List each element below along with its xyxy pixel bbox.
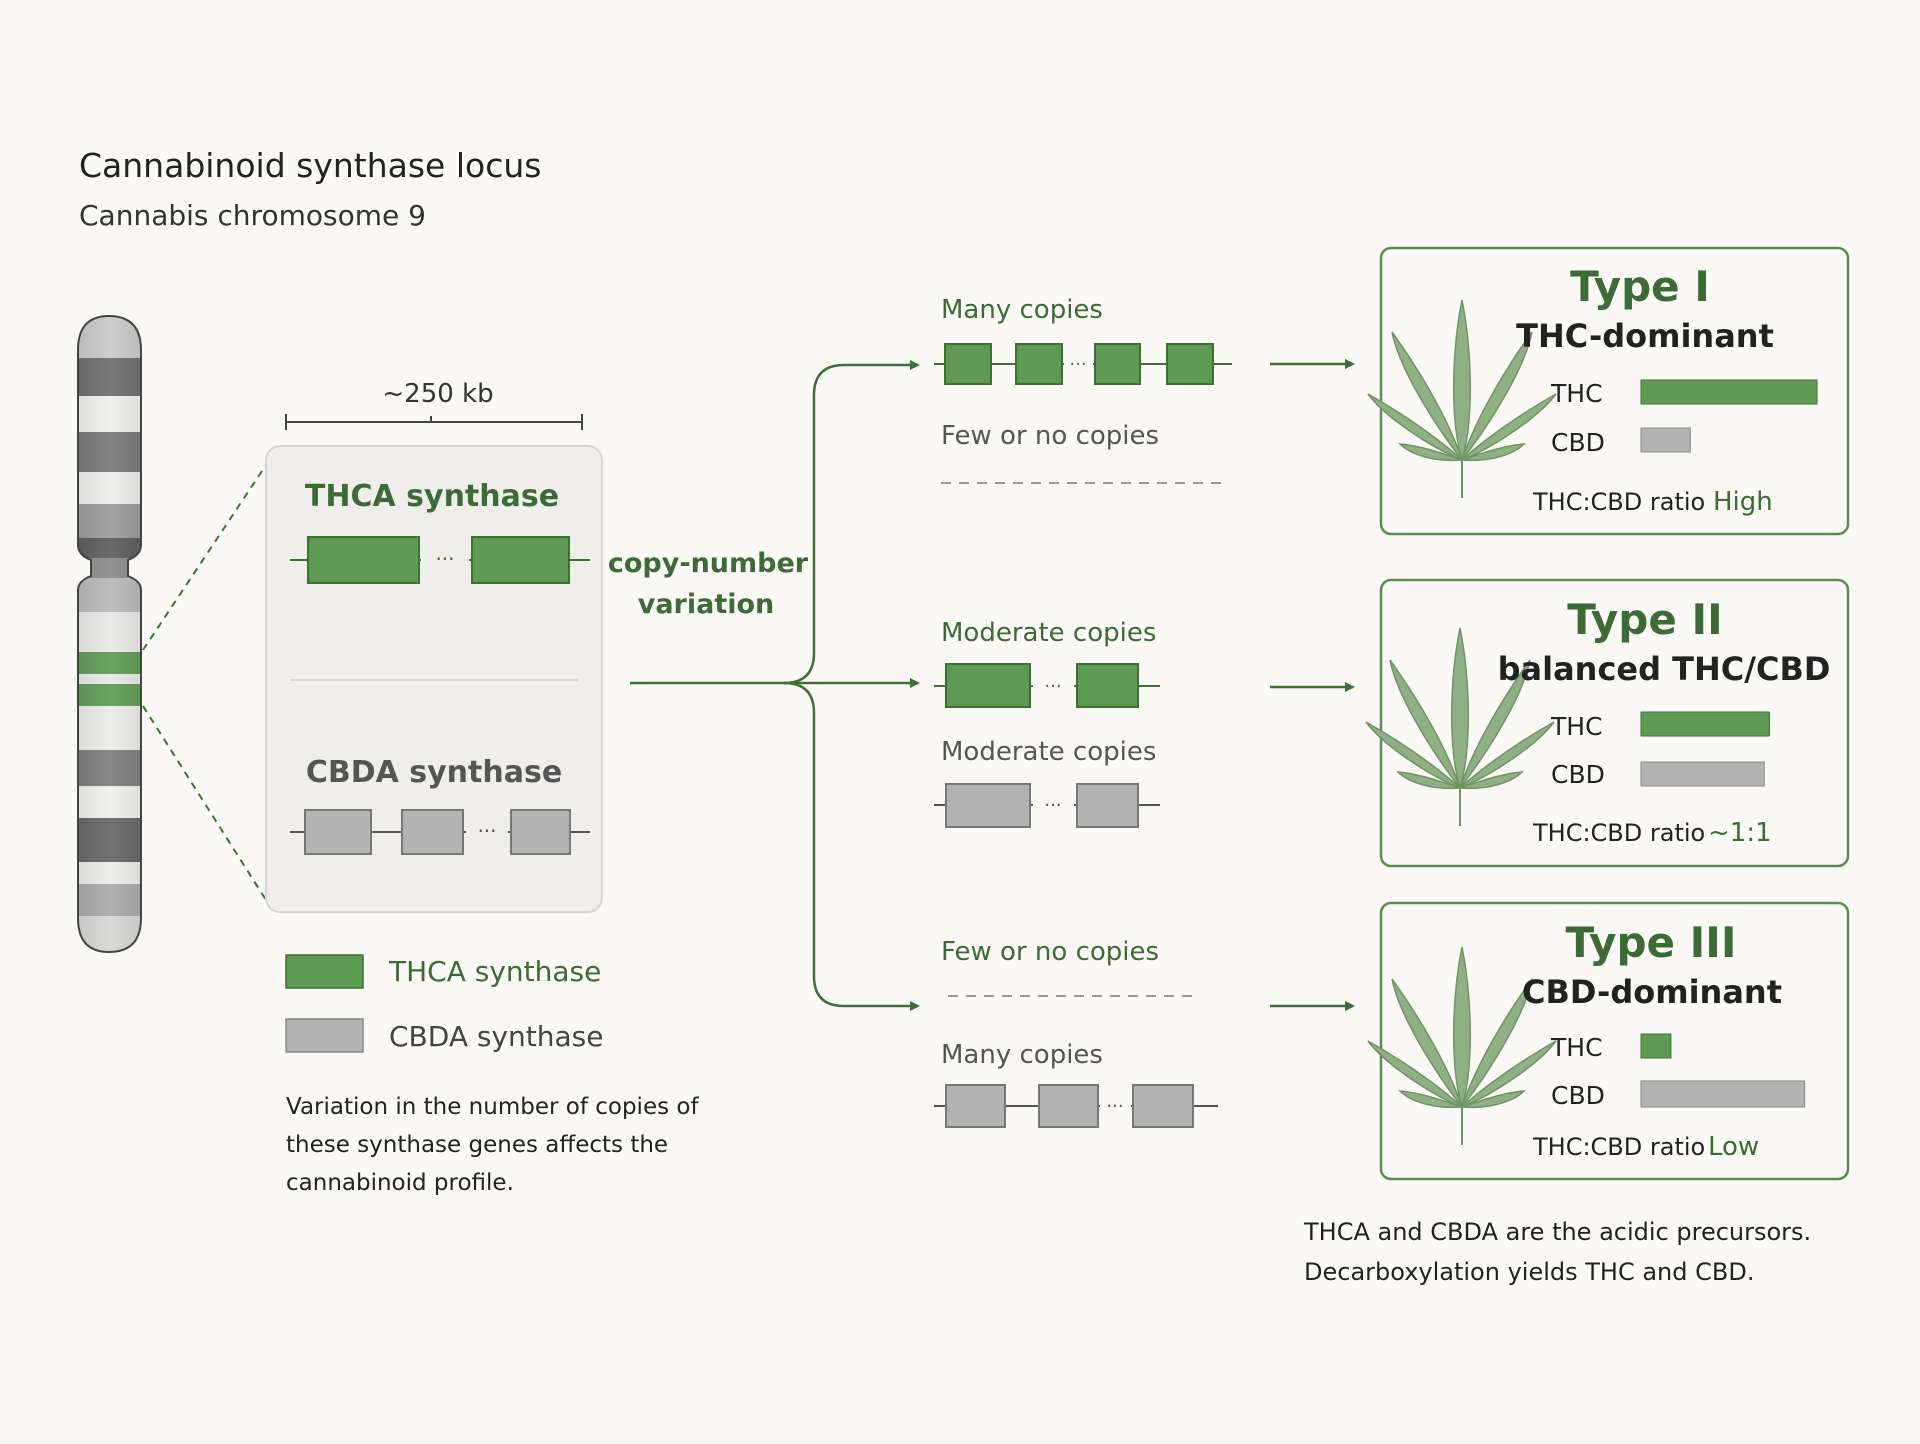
chemotype-profile: CBD-dominant (1522, 973, 1782, 1011)
ratio-value: Low (1708, 1132, 1759, 1162)
branch-arrows (630, 360, 920, 1011)
branch-type1: Many copies ··· Few or no copies (934, 295, 1355, 484)
thc-label: THC (1550, 712, 1603, 741)
branch-top-label: Many copies (941, 295, 1103, 325)
legend-note-line: these synthase genes affects the (286, 1132, 668, 1158)
chromosome (77, 314, 142, 954)
thca-gene-copy (1076, 663, 1139, 708)
cbda-gene-copy (1132, 1084, 1194, 1128)
cnv-label-line1: copy-number (608, 548, 809, 579)
thca-gene-copy (471, 536, 570, 584)
thca-gene-copy (1094, 343, 1141, 385)
locus-panel: THCA synthase ··· CBDA synthase ··· (265, 445, 603, 913)
cnv-label-line2: variation (638, 589, 775, 620)
cbd-label: CBD (1551, 760, 1605, 789)
cbda-gene-copy (304, 809, 372, 855)
legend-label-thca: THCA synthase (388, 955, 601, 988)
cbda-gene-copy (1076, 783, 1139, 828)
diagram-title: Cannabinoid synthase locus (79, 146, 541, 185)
thc-bar (1640, 379, 1818, 405)
cbda-gene-copy (510, 809, 571, 855)
branch-bottom-label: Few or no copies (941, 421, 1159, 451)
branch-top-label: Few or no copies (941, 937, 1159, 967)
thca-gene-copy (1015, 343, 1063, 385)
gap-dots: ··· (1044, 795, 1061, 816)
legend-swatch-thca (285, 954, 364, 989)
ratio-label: THC:CBD ratio (1532, 488, 1705, 516)
thc-bar (1640, 711, 1770, 737)
chemotype-type: Type III (1565, 918, 1736, 967)
zoom-line (142, 464, 267, 651)
footnote-line: Decarboxylation yields THC and CBD. (1304, 1258, 1754, 1286)
ratio-value: ~1:1 (1708, 818, 1772, 848)
legend-note-line: cannabinoid profile. (286, 1170, 514, 1196)
footnote-line: THCA and CBDA are the acidic precursors. (1303, 1218, 1811, 1246)
gap-dots: ··· (435, 547, 454, 571)
gap-dots: ··· (1044, 676, 1061, 697)
branch-bottom-label: Moderate copies (941, 737, 1156, 767)
chemotype-profile: balanced THC/CBD (1498, 650, 1831, 688)
ratio-label: THC:CBD ratio (1532, 1133, 1705, 1161)
branch-type3: Few or no copies Many copies ··· (934, 937, 1355, 1128)
cbda-gene-copy (1038, 1084, 1099, 1128)
thca-gene-copy (1166, 343, 1214, 385)
zoom-line (142, 705, 267, 901)
chemotype-card-type1: Type I THC-dominant THC CBD THC:CBD rati… (1367, 246, 1850, 536)
thca-gene-copy (307, 536, 420, 584)
diagram-subtitle: Cannabis chromosome 9 (79, 199, 426, 232)
thc-label: THC (1550, 379, 1603, 408)
gap-dots: ··· (1106, 1096, 1123, 1117)
thca-gene-copy (945, 663, 1031, 708)
cbd-bar (1640, 1080, 1806, 1108)
cbd-bar (1640, 761, 1765, 787)
thc-label: THC (1550, 1033, 1603, 1062)
chemotype-type: Type I (1570, 262, 1710, 311)
branch-top-label: Moderate copies (941, 618, 1156, 648)
legend: THCA synthase CBDA synthase Variation in… (285, 954, 699, 1196)
chemotype-type: Type II (1567, 595, 1722, 644)
ratio-value: High (1713, 487, 1773, 517)
cbd-label: CBD (1551, 1081, 1605, 1110)
chemotype-profile: THC-dominant (1516, 317, 1774, 355)
cbd-label: CBD (1551, 428, 1605, 457)
scale-label: ~250 kb (382, 379, 493, 409)
scale-bar: ~250 kb (285, 379, 583, 430)
legend-swatch-cbda (285, 1018, 364, 1053)
branch-bottom-label: Many copies (941, 1040, 1103, 1070)
legend-note-line: Variation in the number of copies of (286, 1094, 699, 1120)
cbd-bar (1640, 427, 1691, 453)
chemotype-card-type2: Type II balanced THC/CBD THC CBD THC:CBD… (1365, 578, 1850, 868)
branch-type2: Moderate copies ··· Moderate copies ··· (934, 618, 1355, 828)
cbda-gene-copy (945, 783, 1031, 828)
ratio-label: THC:CBD ratio (1532, 819, 1705, 847)
thca-gene-copy (944, 343, 992, 385)
chemotype-card-type3: Type III CBD-dominant THC CBD THC:CBD ra… (1367, 901, 1850, 1181)
cbda-gene-copy (945, 1084, 1006, 1128)
thc-bar (1640, 1033, 1672, 1059)
gap-dots: ··· (1069, 354, 1086, 375)
thca-synthase-heading: THCA synthase (305, 479, 559, 514)
cbda-gene-copy (401, 809, 464, 855)
cbda-synthase-heading: CBDA synthase (306, 755, 562, 790)
gap-dots: ··· (477, 819, 496, 843)
legend-label-cbda: CBDA synthase (389, 1020, 603, 1053)
